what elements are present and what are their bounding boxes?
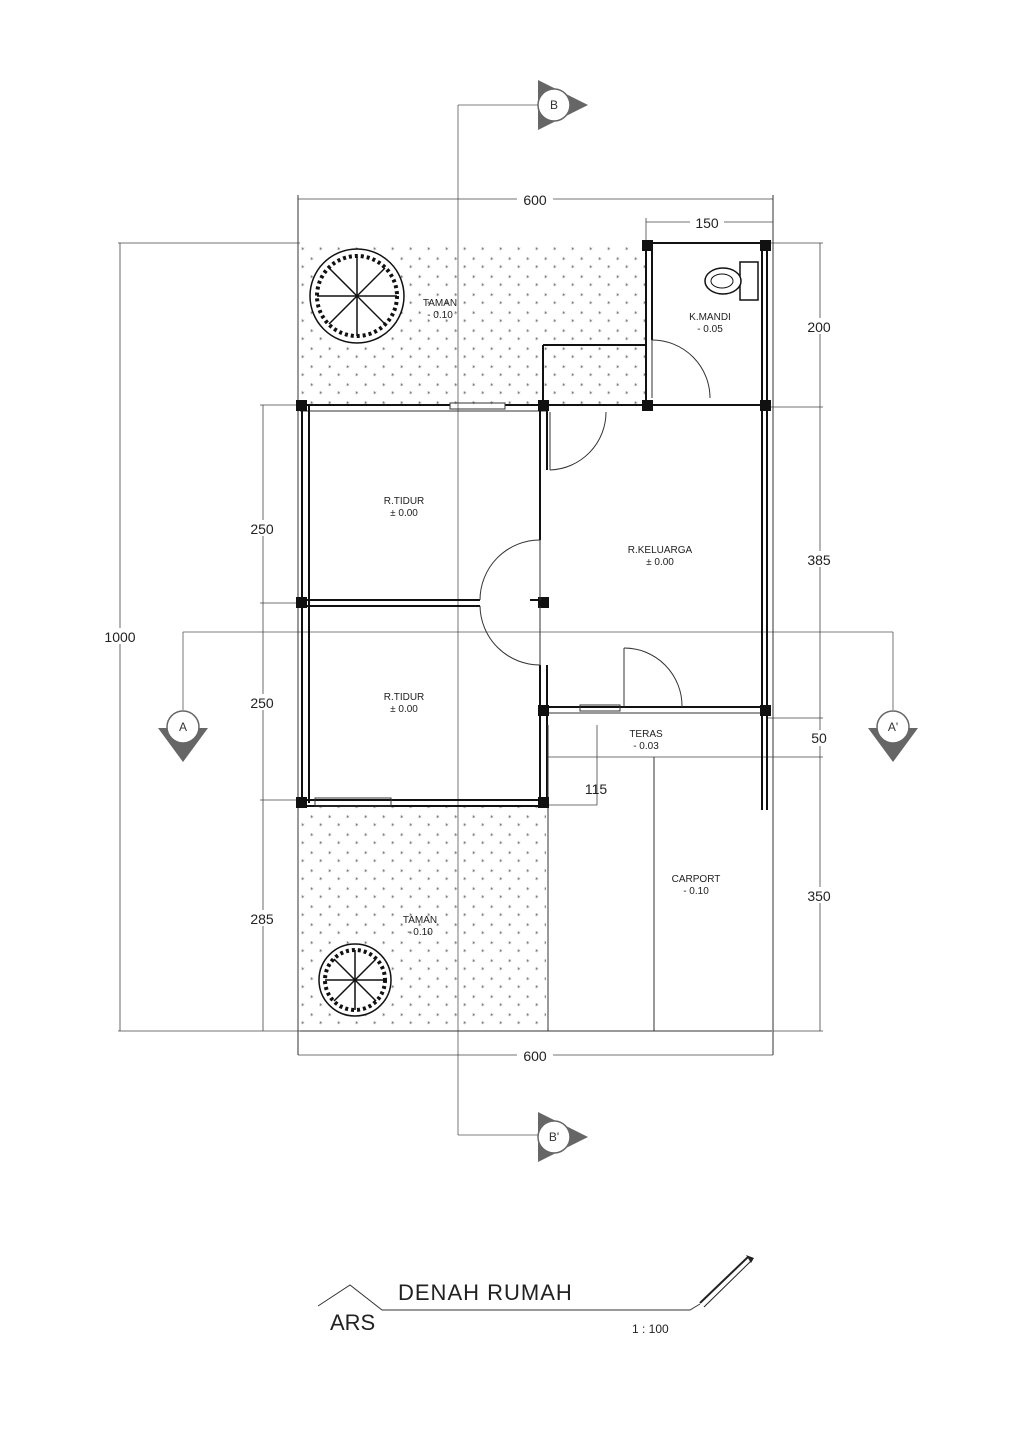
dim-left-250-a: 250 bbox=[250, 521, 274, 537]
room-level-tidur-1: ± 0.00 bbox=[390, 508, 418, 519]
section-marker-icon: A bbox=[158, 710, 208, 762]
room-name-tidur-2: R.TIDUR bbox=[384, 692, 425, 703]
dim-right-200: 200 bbox=[807, 319, 831, 335]
dim-bottom-width: 600 bbox=[523, 1048, 547, 1064]
room-level-teras: - 0.03 bbox=[633, 741, 659, 752]
dim-bath-width: 150 bbox=[695, 215, 719, 231]
site-boundary bbox=[297, 195, 774, 1055]
section-marker-icon: A' bbox=[868, 710, 918, 762]
room-level-tidur-2: ± 0.00 bbox=[390, 704, 418, 715]
marker-b-top: B bbox=[550, 98, 558, 112]
room-name-taman-top: TAMAN bbox=[423, 298, 457, 309]
doors bbox=[479, 339, 711, 708]
room-name-carport: CARPORT bbox=[672, 874, 721, 885]
dim-total-height: 1000 bbox=[104, 629, 135, 645]
room-name-kamar-mandi: K.MANDI bbox=[689, 312, 731, 323]
room-name-teras: TERAS bbox=[629, 729, 663, 740]
drawing-code: ARS bbox=[330, 1310, 375, 1335]
dim-left-285: 285 bbox=[250, 911, 274, 927]
columns bbox=[296, 240, 771, 808]
title-block: DENAH RUMAH ARS 1 : 100 bbox=[317, 1255, 754, 1336]
dim-inner-115: 115 bbox=[585, 781, 608, 797]
drawing-scale: 1 : 100 bbox=[632, 1322, 669, 1336]
marker-a-left: A bbox=[179, 720, 187, 734]
dim-top-width: 600 bbox=[523, 192, 547, 208]
section-marker-icon: B' bbox=[537, 1112, 588, 1162]
windows bbox=[314, 402, 621, 807]
room-name-taman-bottom: TAMAN bbox=[403, 915, 437, 926]
pencil-icon bbox=[699, 1255, 754, 1308]
room-name-tidur-1: R.TIDUR bbox=[384, 496, 425, 507]
marker-a-right: A' bbox=[888, 720, 898, 734]
marker-b-bottom: B' bbox=[549, 1130, 559, 1144]
tree-icon bbox=[318, 943, 392, 1017]
drawing-title: DENAH RUMAH bbox=[398, 1280, 573, 1305]
room-level-keluarga: ± 0.00 bbox=[646, 557, 674, 568]
room-level-taman-bottom: - 0.10 bbox=[407, 927, 433, 938]
room-level-kamar-mandi: - 0.05 bbox=[697, 324, 723, 335]
section-marker-icon: B bbox=[537, 80, 588, 130]
dim-right-350: 350 bbox=[807, 888, 831, 904]
room-level-taman-top: - 0.10 bbox=[427, 310, 453, 321]
dim-right-50: 50 bbox=[811, 730, 827, 746]
tree-icon bbox=[309, 248, 405, 344]
room-level-carport: - 0.10 bbox=[683, 886, 709, 897]
toilet-icon bbox=[704, 261, 759, 301]
dim-left-250-b: 250 bbox=[250, 695, 274, 711]
dim-right-385: 385 bbox=[807, 552, 831, 568]
room-name-keluarga: R.KELUARGA bbox=[628, 545, 693, 556]
